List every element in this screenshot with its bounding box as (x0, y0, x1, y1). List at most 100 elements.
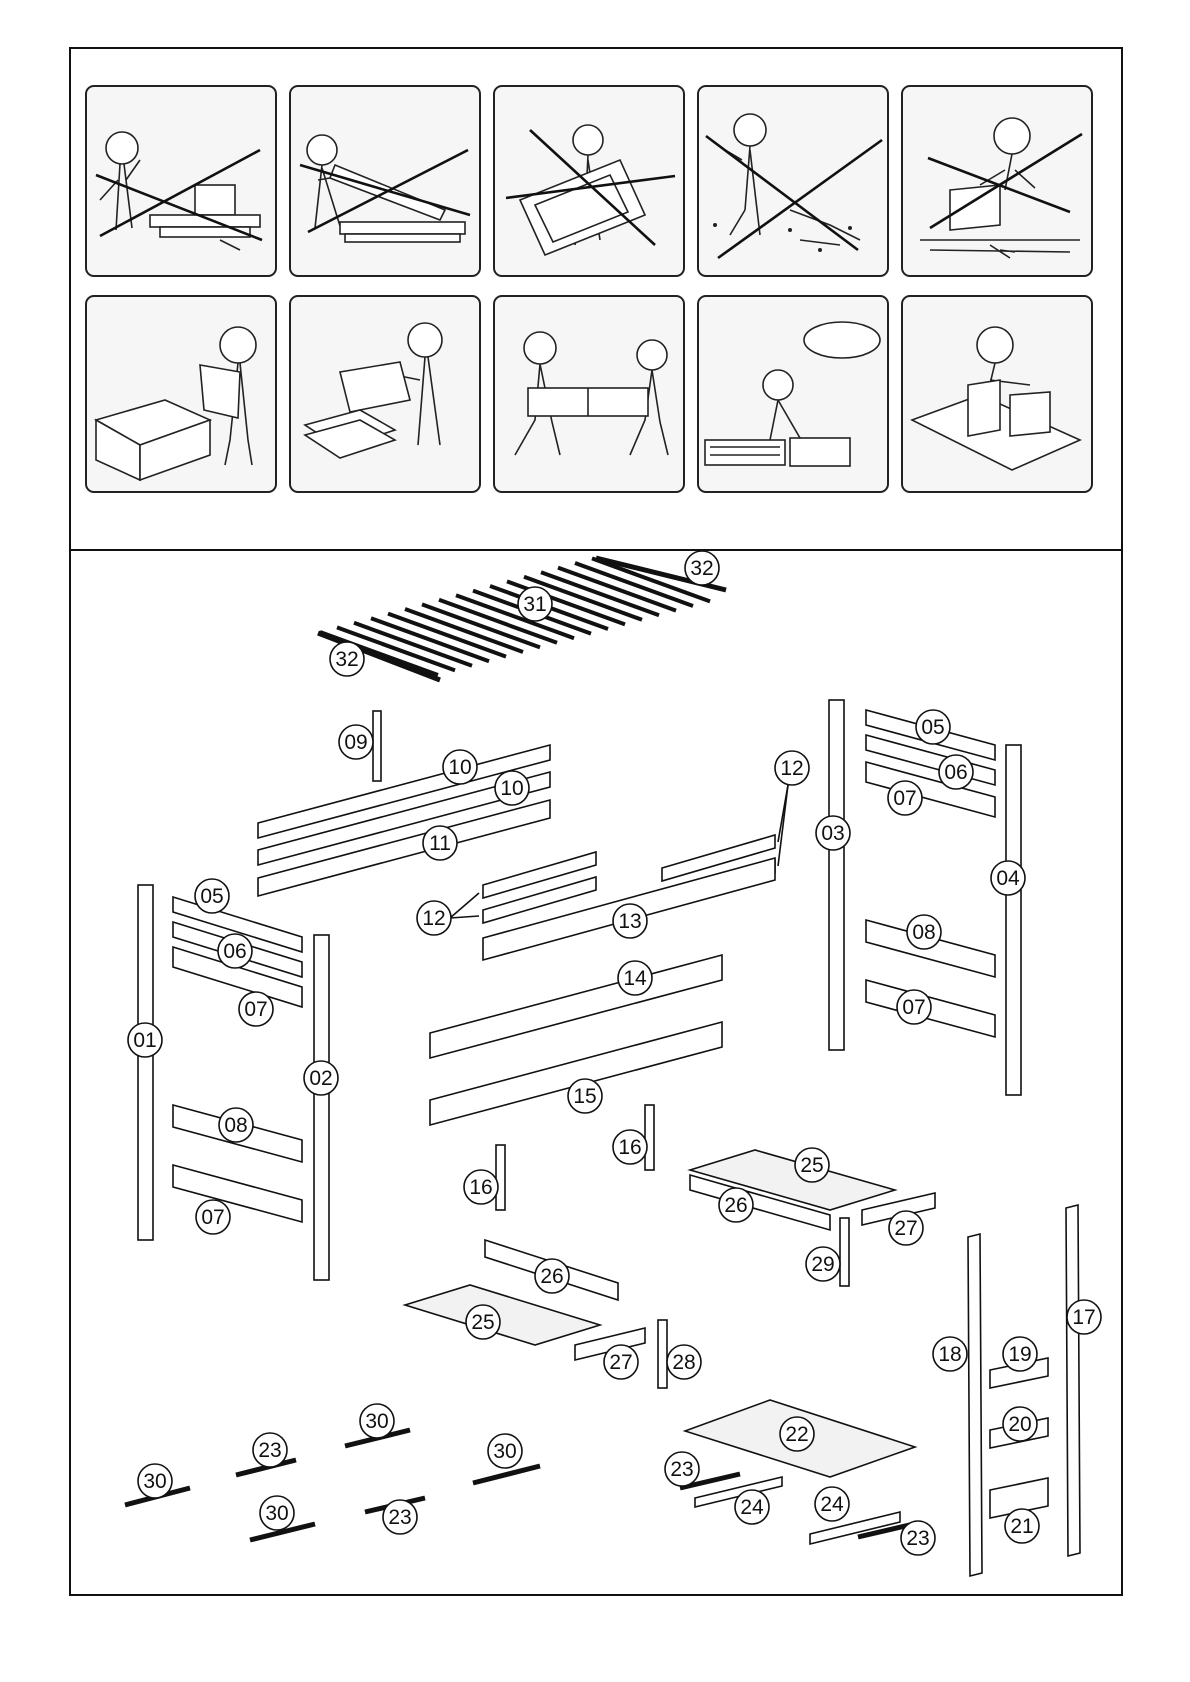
do-panel-sort (698, 296, 888, 492)
callout-07a: 07 (239, 992, 273, 1026)
callout-05a: 05 (195, 879, 229, 913)
callout-23d: 23 (901, 1521, 935, 1555)
callout-29: 29 (806, 1247, 840, 1281)
part-number-label: 07 (902, 996, 925, 1019)
callout-14: 14 (618, 961, 652, 995)
callout-30b: 30 (360, 1404, 394, 1438)
callout-15: 15 (568, 1079, 602, 1113)
callout-12a: 12 (775, 751, 809, 785)
part-number-label: 23 (906, 1527, 929, 1550)
part-number-label: 31 (523, 593, 546, 616)
part-number-label: 05 (200, 885, 223, 908)
slat (354, 623, 472, 666)
dont-panel-lifting (290, 86, 480, 276)
do-panel-mat (902, 296, 1092, 492)
callout-25b: 25 (466, 1305, 500, 1339)
part-number-label: 14 (623, 967, 647, 990)
part-number-label: 02 (309, 1067, 332, 1090)
callout-23b: 23 (383, 1500, 417, 1534)
part-16b-shape (645, 1105, 654, 1170)
part-number-label: 16 (618, 1136, 641, 1159)
part-number-label: 17 (1072, 1306, 1095, 1329)
part-number-label: 16 (469, 1176, 492, 1199)
dont-panel-tools (698, 86, 888, 276)
part-number-label: 30 (493, 1440, 516, 1463)
callout-05b: 05 (916, 710, 950, 744)
part-number-label: 13 (618, 910, 641, 933)
do-panel-read (86, 296, 276, 492)
part-number-label: 32 (335, 648, 358, 671)
do-panel-carry-two (494, 296, 684, 492)
part-number-label: 26 (724, 1194, 747, 1217)
callout-30a: 30 (138, 1464, 172, 1498)
part-number-label: 25 (800, 1154, 823, 1177)
part-number-label: 08 (224, 1114, 247, 1137)
part-number-label: 23 (258, 1439, 281, 1462)
part-01-shape (138, 885, 153, 1240)
part-number-label: 23 (388, 1506, 411, 1529)
callout-16b: 16 (613, 1130, 647, 1164)
part-17-shape (1066, 1205, 1080, 1556)
slat (541, 572, 659, 615)
part-number-label: 27 (894, 1217, 917, 1240)
callout-22: 22 (780, 1417, 814, 1451)
part-number-label: 29 (811, 1253, 834, 1276)
callout-32b: 32 (330, 642, 364, 676)
part-18-shape (968, 1234, 982, 1576)
callout-26a: 26 (719, 1188, 753, 1222)
part-number-label: 19 (1008, 1343, 1031, 1366)
callout-07c: 07 (888, 781, 922, 815)
dont-panel-floor (902, 86, 1092, 276)
slat (456, 595, 574, 638)
callout-26b: 26 (535, 1259, 569, 1293)
part-number-label: 22 (785, 1423, 808, 1446)
part-number-label: 10 (448, 756, 471, 779)
slat (371, 618, 489, 661)
part-number-label: 26 (540, 1265, 563, 1288)
callout-23c: 23 (665, 1452, 699, 1486)
part-number-label: 30 (143, 1470, 166, 1493)
part-number-label: 07 (893, 787, 916, 810)
part-number-label: 12 (422, 907, 445, 930)
callout-30d: 30 (260, 1496, 294, 1530)
callout-01: 01 (128, 1023, 162, 1057)
callout-17: 17 (1067, 1300, 1101, 1334)
callout-23a: 23 (253, 1433, 287, 1467)
part-number-label: 10 (500, 777, 523, 800)
callout-06a: 06 (218, 934, 252, 968)
callout-10a: 10 (443, 750, 477, 784)
callout-27a: 27 (889, 1211, 923, 1245)
part-number-label: 09 (344, 731, 367, 754)
part-number-label: 04 (996, 867, 1020, 890)
part-number-label: 24 (740, 1496, 764, 1519)
part-number-label: 20 (1008, 1413, 1031, 1436)
part-number-label: 28 (672, 1351, 695, 1374)
callout-11: 11 (423, 826, 457, 860)
part-number-label: 15 (573, 1085, 596, 1108)
callout-30c: 30 (488, 1434, 522, 1468)
callout-24b: 24 (815, 1487, 849, 1521)
callout-24a: 24 (735, 1490, 769, 1524)
callout-04: 04 (991, 861, 1025, 895)
callout-10b: 10 (495, 771, 529, 805)
part-03-shape (829, 700, 844, 1050)
callout-12b: 12 (417, 901, 451, 935)
callout-06b: 06 (939, 755, 973, 789)
part-02-shape (314, 935, 329, 1280)
part-number-label: 01 (133, 1029, 156, 1052)
callout-02: 02 (304, 1061, 338, 1095)
part-number-label: 07 (244, 998, 267, 1021)
part-29-shape (840, 1218, 849, 1286)
part-number-label: 24 (820, 1493, 844, 1516)
part-number-label: 21 (1010, 1515, 1033, 1538)
part-number-label: 08 (912, 921, 935, 944)
part-16a-shape (496, 1145, 505, 1210)
part-09-shape (373, 711, 381, 781)
callout-25a: 25 (795, 1148, 829, 1182)
part-number-label: 05 (921, 716, 944, 739)
callout-08a: 08 (219, 1108, 253, 1142)
part-number-label: 23 (670, 1458, 693, 1481)
callout-03: 03 (816, 816, 850, 850)
part-number-label: 11 (429, 832, 451, 855)
